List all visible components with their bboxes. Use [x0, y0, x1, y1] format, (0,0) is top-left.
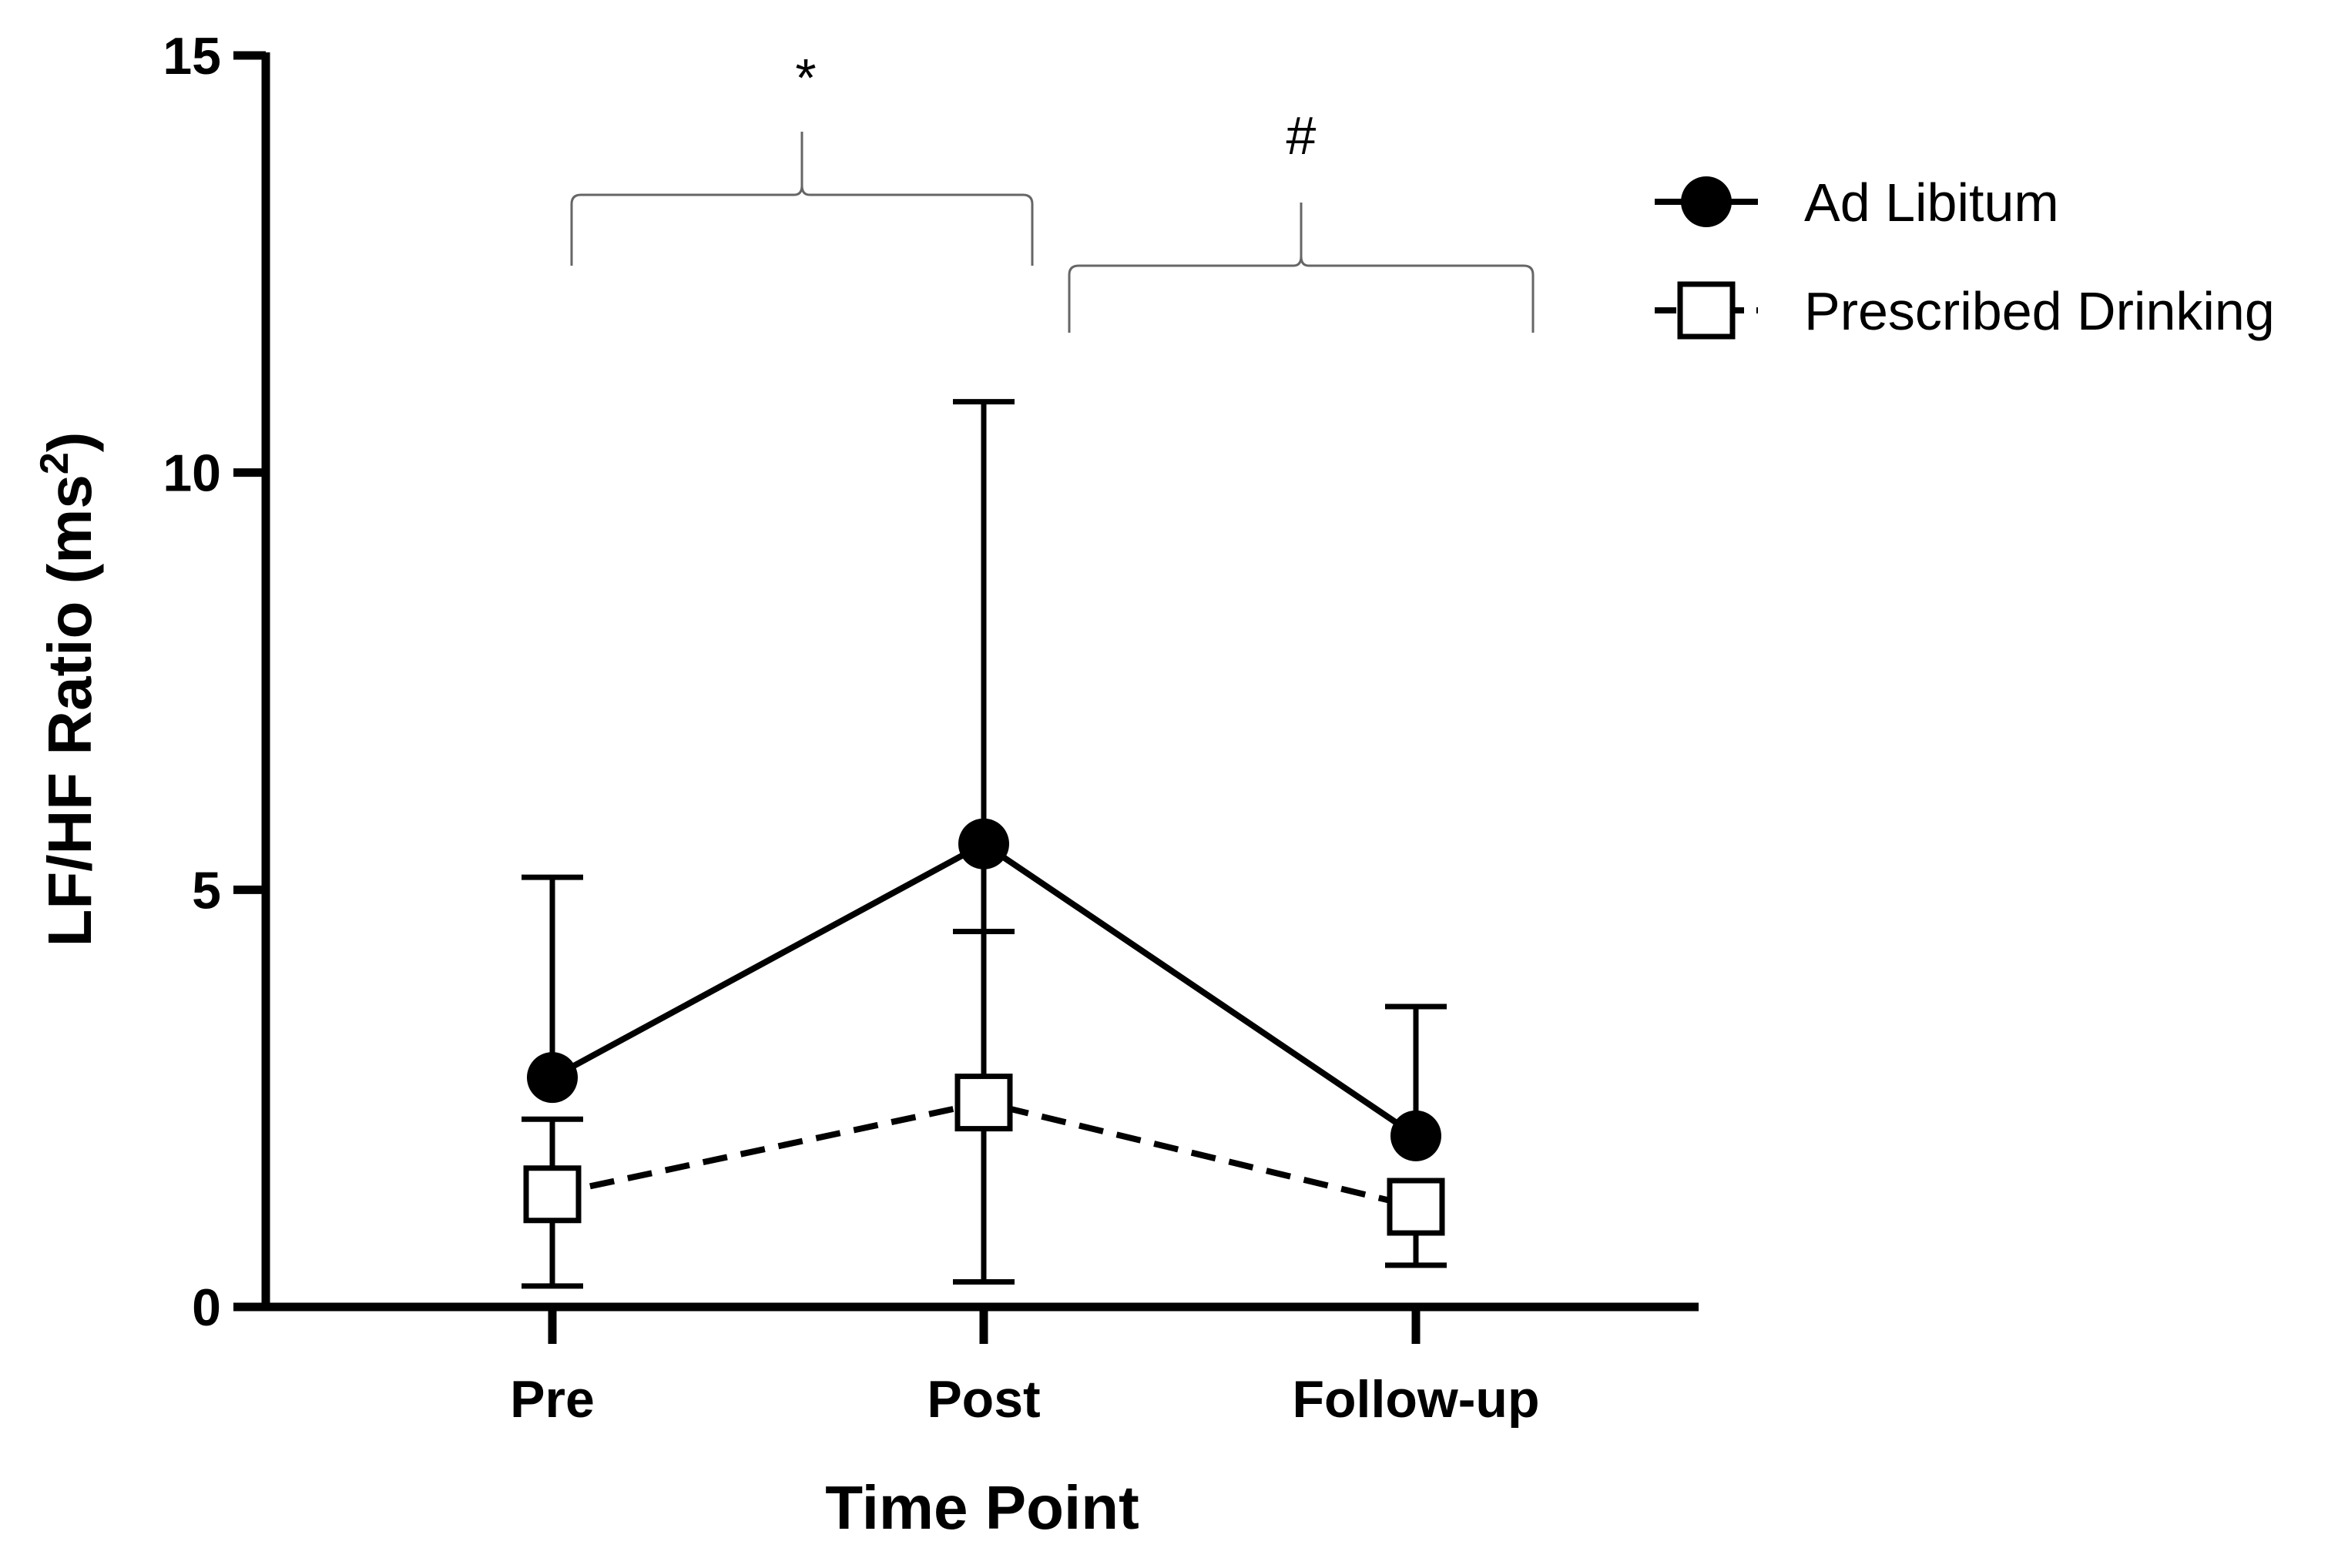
point-ad-libitum: [958, 818, 1009, 869]
x-axis-title: Time Point: [825, 1473, 1139, 1542]
significance-marker-asterisk: *: [795, 48, 816, 108]
y-axis-title-superscript: 2: [32, 452, 77, 474]
point-ad-libitum: [527, 1052, 578, 1104]
legend-marker-ad-libitum: [1681, 176, 1732, 227]
x-tick-label-pre: Pre: [510, 1370, 595, 1429]
markers-layer: [523, 818, 1445, 1236]
legend-marker-prescribed-drinking: [1677, 281, 1736, 340]
y-axis-title-suffix: ): [35, 432, 104, 453]
x-tick-label-follow-up: Follow-up: [1292, 1370, 1539, 1429]
annotations-layer: *#: [570, 48, 1535, 333]
legend-label-ad-libitum: Ad Libitum: [1804, 173, 2059, 233]
significance-bracket-post-follow-up: [1068, 203, 1535, 333]
significance-bracket-pre-post: [570, 132, 1034, 266]
x-tick-label-post: Post: [927, 1370, 1040, 1429]
point-ad-libitum: [1390, 1110, 1441, 1161]
y-tick-label: 10: [163, 444, 221, 503]
point-prescribed-drinking: [1387, 1178, 1445, 1236]
y-tick-label: 15: [163, 27, 221, 85]
legend-label-prescribed-drinking: Prescribed Drinking: [1804, 281, 2275, 341]
point-prescribed-drinking: [523, 1165, 582, 1224]
y-axis-title-main: LF/HF Ratio (ms: [35, 474, 104, 946]
significance-marker-hash: #: [1286, 106, 1317, 166]
point-prescribed-drinking: [954, 1074, 1013, 1132]
y-tick-label: 5: [192, 861, 221, 920]
y-tick-label: 0: [192, 1278, 221, 1337]
y-axis-title: LF/HF Ratio (ms2): [32, 432, 104, 947]
